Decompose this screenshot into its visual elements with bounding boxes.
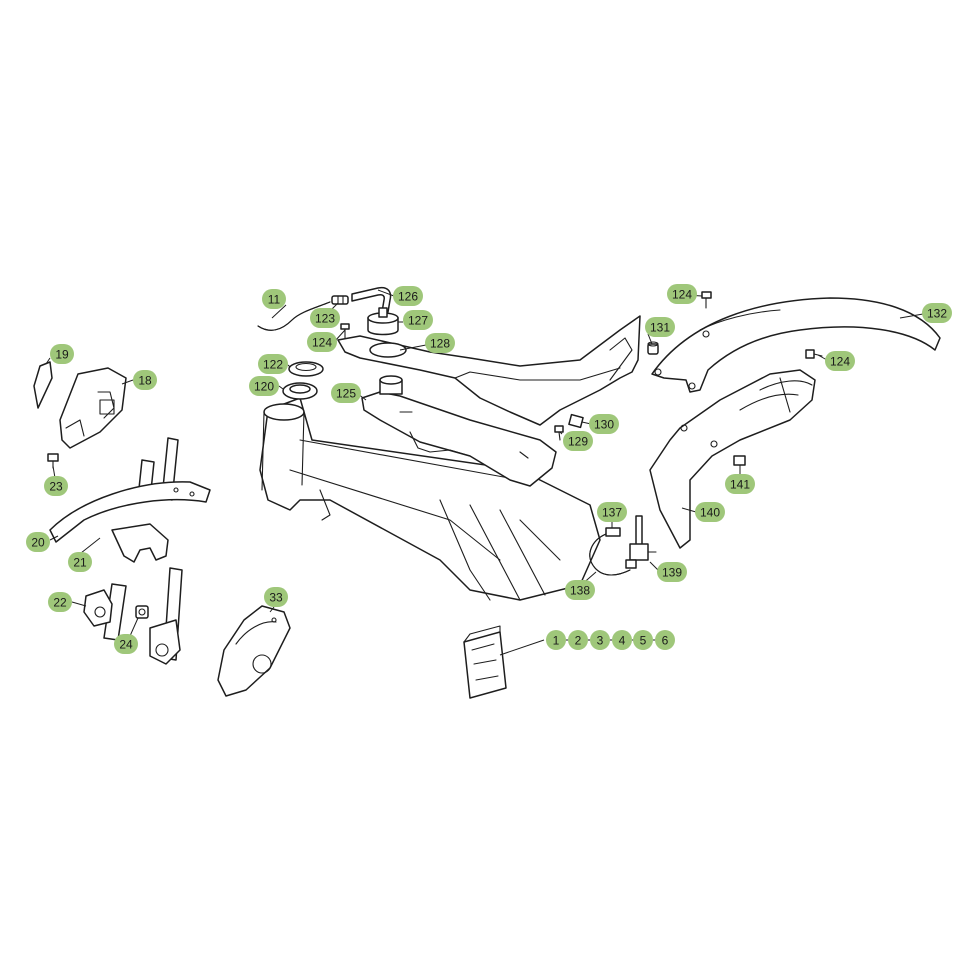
part-132-rear-fender bbox=[651, 297, 941, 393]
callout: 20 bbox=[26, 532, 50, 552]
callout: 125 bbox=[331, 383, 361, 403]
part-125-tank bbox=[361, 375, 557, 487]
part-120-bearing bbox=[282, 382, 318, 400]
svg-text:120: 120 bbox=[254, 380, 274, 394]
svg-text:127: 127 bbox=[408, 314, 428, 328]
svg-text:24: 24 bbox=[119, 638, 133, 652]
callouts-layer: 11 126 123 127 124 128 122 120 bbox=[26, 284, 952, 654]
callout: 19 bbox=[50, 344, 74, 364]
svg-text:2: 2 bbox=[575, 634, 582, 648]
part-18-number-plate bbox=[59, 367, 127, 449]
callout: 141 bbox=[725, 474, 755, 494]
svg-text:19: 19 bbox=[55, 348, 69, 362]
svg-text:6: 6 bbox=[662, 634, 669, 648]
svg-text:4: 4 bbox=[619, 634, 626, 648]
part-22-clamp bbox=[83, 589, 113, 627]
part-manual-documents bbox=[463, 625, 507, 699]
part-24-clamp bbox=[135, 605, 149, 619]
svg-text:124: 124 bbox=[830, 355, 850, 369]
svg-text:23: 23 bbox=[49, 480, 63, 494]
part-137-fitting bbox=[605, 527, 621, 537]
part-33-disc-guard bbox=[217, 605, 291, 697]
callout: 127 bbox=[403, 310, 433, 330]
svg-text:124: 124 bbox=[672, 288, 692, 302]
part-128-tank-shell bbox=[337, 315, 641, 426]
callout: 122 bbox=[258, 354, 288, 374]
svg-text:18: 18 bbox=[138, 374, 152, 388]
part-141-clip bbox=[733, 455, 746, 466]
svg-text:130: 130 bbox=[594, 418, 614, 432]
svg-text:137: 137 bbox=[602, 506, 622, 520]
svg-text:129: 129 bbox=[568, 435, 588, 449]
svg-text:132: 132 bbox=[927, 307, 947, 321]
part-130-clip bbox=[568, 413, 584, 429]
parts-layer bbox=[33, 286, 941, 699]
callout: 2 bbox=[568, 630, 588, 650]
svg-text:124: 124 bbox=[312, 336, 332, 350]
callout: 18 bbox=[133, 370, 157, 390]
callout: 3 bbox=[590, 630, 610, 650]
callout: 120 bbox=[249, 376, 279, 396]
svg-text:5: 5 bbox=[640, 634, 647, 648]
callout: 124 bbox=[667, 284, 697, 304]
callout: 11 bbox=[262, 289, 286, 309]
svg-text:139: 139 bbox=[662, 566, 682, 580]
svg-text:138: 138 bbox=[570, 584, 590, 598]
svg-text:20: 20 bbox=[31, 536, 45, 550]
callout: 24 bbox=[114, 634, 138, 654]
callout: 128 bbox=[425, 333, 455, 353]
callout: 123 bbox=[310, 308, 340, 328]
svg-text:122: 122 bbox=[263, 358, 283, 372]
callout: 1 bbox=[546, 630, 566, 650]
part-127-fuel-cap bbox=[367, 307, 399, 336]
svg-text:126: 126 bbox=[398, 290, 418, 304]
frame bbox=[259, 397, 601, 601]
callout: 137 bbox=[597, 502, 627, 522]
part-139-fuel-tap bbox=[625, 515, 657, 569]
svg-text:33: 33 bbox=[269, 591, 283, 605]
svg-text:21: 21 bbox=[73, 556, 87, 570]
callout: 139 bbox=[657, 562, 687, 582]
callout: 124 bbox=[307, 332, 337, 352]
svg-text:1: 1 bbox=[553, 634, 560, 648]
part-129-screw bbox=[554, 425, 564, 441]
part-140-side-panel bbox=[649, 369, 816, 549]
svg-text:125: 125 bbox=[336, 387, 356, 401]
callout: 138 bbox=[565, 580, 595, 600]
callout: 33 bbox=[264, 587, 288, 607]
part-122-ring bbox=[288, 361, 324, 377]
callout: 124 bbox=[825, 351, 855, 371]
part-21-bracket bbox=[111, 523, 169, 563]
fork-lower bbox=[149, 619, 181, 665]
callout: 22 bbox=[48, 592, 72, 612]
svg-text:3: 3 bbox=[597, 634, 604, 648]
part-23-bolt bbox=[47, 453, 59, 469]
svg-text:123: 123 bbox=[315, 312, 335, 326]
callout: 132 bbox=[922, 303, 952, 323]
part-124-bolt-a bbox=[340, 323, 350, 339]
callout: 126 bbox=[393, 286, 423, 306]
svg-text:140: 140 bbox=[700, 506, 720, 520]
svg-text:128: 128 bbox=[430, 337, 450, 351]
part-123-fitting bbox=[331, 295, 349, 305]
svg-text:11: 11 bbox=[268, 293, 281, 307]
part-124-bolt-c bbox=[805, 349, 823, 359]
callout: 140 bbox=[695, 502, 725, 522]
svg-text:22: 22 bbox=[53, 596, 67, 610]
part-131-grommet bbox=[647, 341, 659, 355]
callout: 131 bbox=[645, 317, 675, 337]
callout: 21 bbox=[68, 552, 92, 572]
callout: 23 bbox=[44, 476, 68, 496]
callout: 6 bbox=[655, 630, 675, 650]
part-19-reflector bbox=[33, 361, 53, 409]
svg-text:131: 131 bbox=[650, 321, 670, 335]
callout: 4 bbox=[612, 630, 632, 650]
svg-text:141: 141 bbox=[730, 478, 750, 492]
part-20-front-fender bbox=[49, 481, 211, 543]
callout: 5 bbox=[633, 630, 653, 650]
callout: 130 bbox=[589, 414, 619, 434]
part-124-bolt-b bbox=[701, 291, 712, 309]
callout: 129 bbox=[563, 431, 593, 451]
